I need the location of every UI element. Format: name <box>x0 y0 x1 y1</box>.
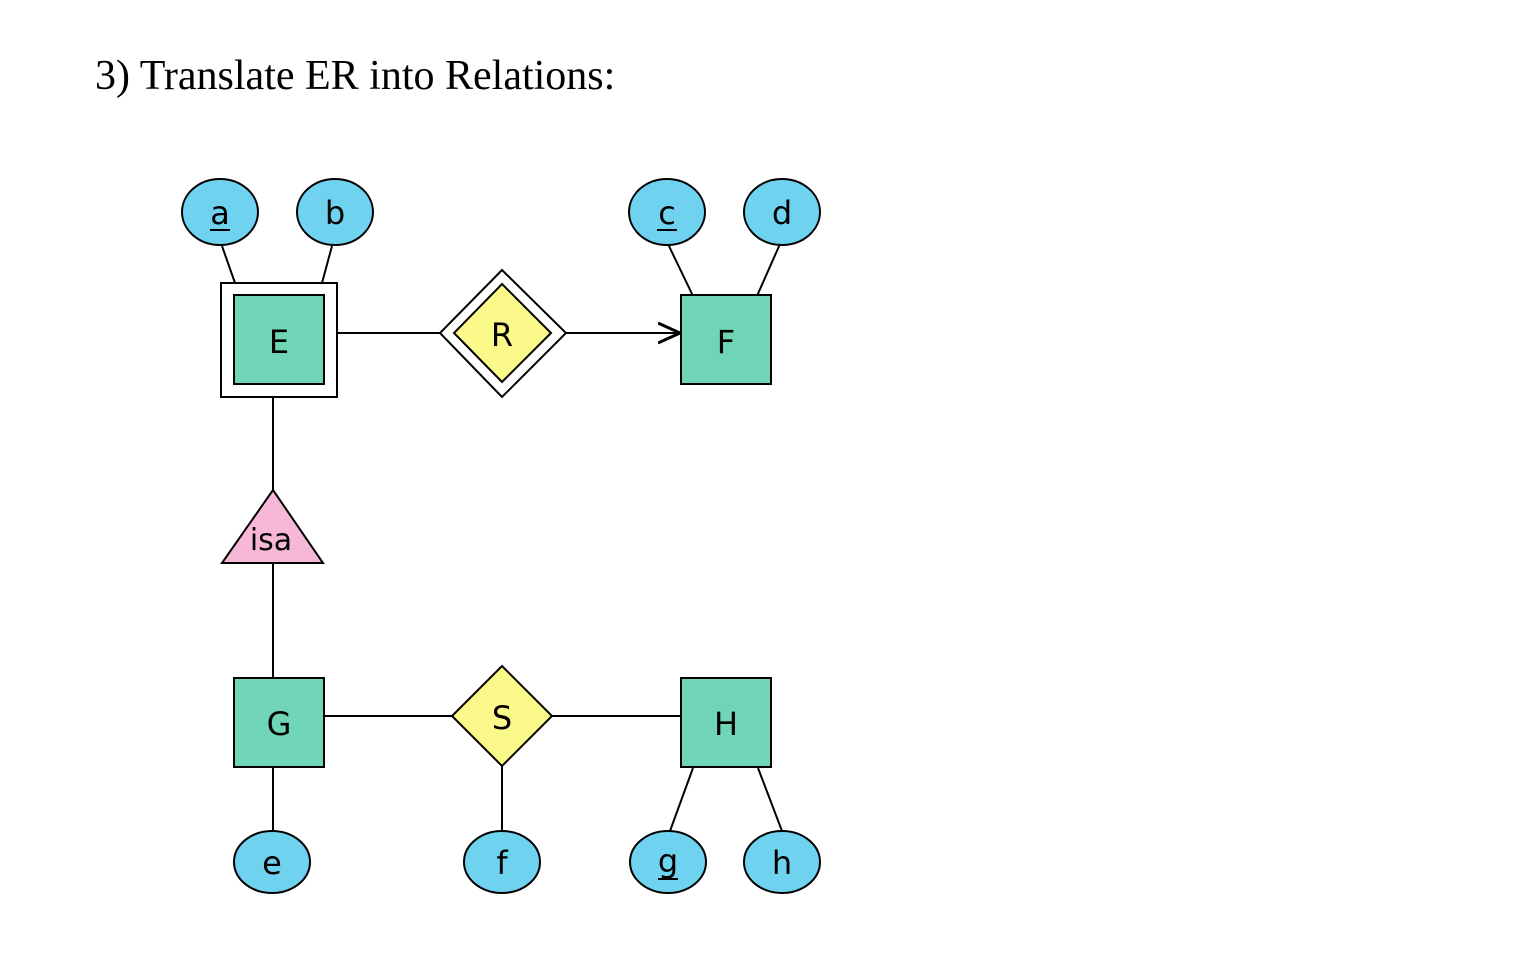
isa-label: isa <box>250 523 292 558</box>
edge-H-h <box>757 767 783 832</box>
attribute-a-key: a <box>181 178 259 246</box>
attribute-d: d <box>743 178 821 246</box>
entity-E-label: E <box>269 323 289 361</box>
attribute-g-label: g <box>658 842 678 880</box>
attribute-h-label: h <box>772 844 792 882</box>
attribute-c-label: c <box>658 194 676 232</box>
attribute-h: h <box>743 830 821 894</box>
edge-c-F <box>667 243 694 297</box>
edge-H-g <box>669 767 694 832</box>
edge-b-E <box>321 245 333 284</box>
attribute-e: e <box>233 830 311 894</box>
attribute-f: f <box>463 830 541 894</box>
identifying-relationship-R: R <box>438 268 568 399</box>
attribute-d-label: d <box>772 194 792 232</box>
attribute-c-key: c <box>628 178 706 246</box>
question-heading: 3) Translate ER into Relations: <box>95 53 616 99</box>
entity-H-label: H <box>714 705 738 743</box>
entity-F-label: F <box>717 323 735 361</box>
weak-entity-E: E <box>220 282 338 398</box>
edge-a-E <box>221 245 236 284</box>
entity-G-label: G <box>267 705 292 743</box>
attribute-f-label: f <box>496 844 508 882</box>
relationship-R-label: R <box>491 316 513 354</box>
entity-F: F <box>680 294 772 385</box>
attribute-g-key: g <box>629 830 707 894</box>
relationship-S: S <box>450 664 554 768</box>
entity-H: H <box>680 677 772 768</box>
attribute-a-label: a <box>210 194 230 232</box>
relationship-S-label: S <box>492 699 512 737</box>
attribute-b: b <box>296 178 374 246</box>
edge-d-F <box>756 243 781 297</box>
isa-triangle: isa <box>220 488 325 564</box>
attribute-b-label: b <box>325 194 345 232</box>
entity-G: G <box>233 677 325 768</box>
attribute-e-label: e <box>262 844 282 882</box>
